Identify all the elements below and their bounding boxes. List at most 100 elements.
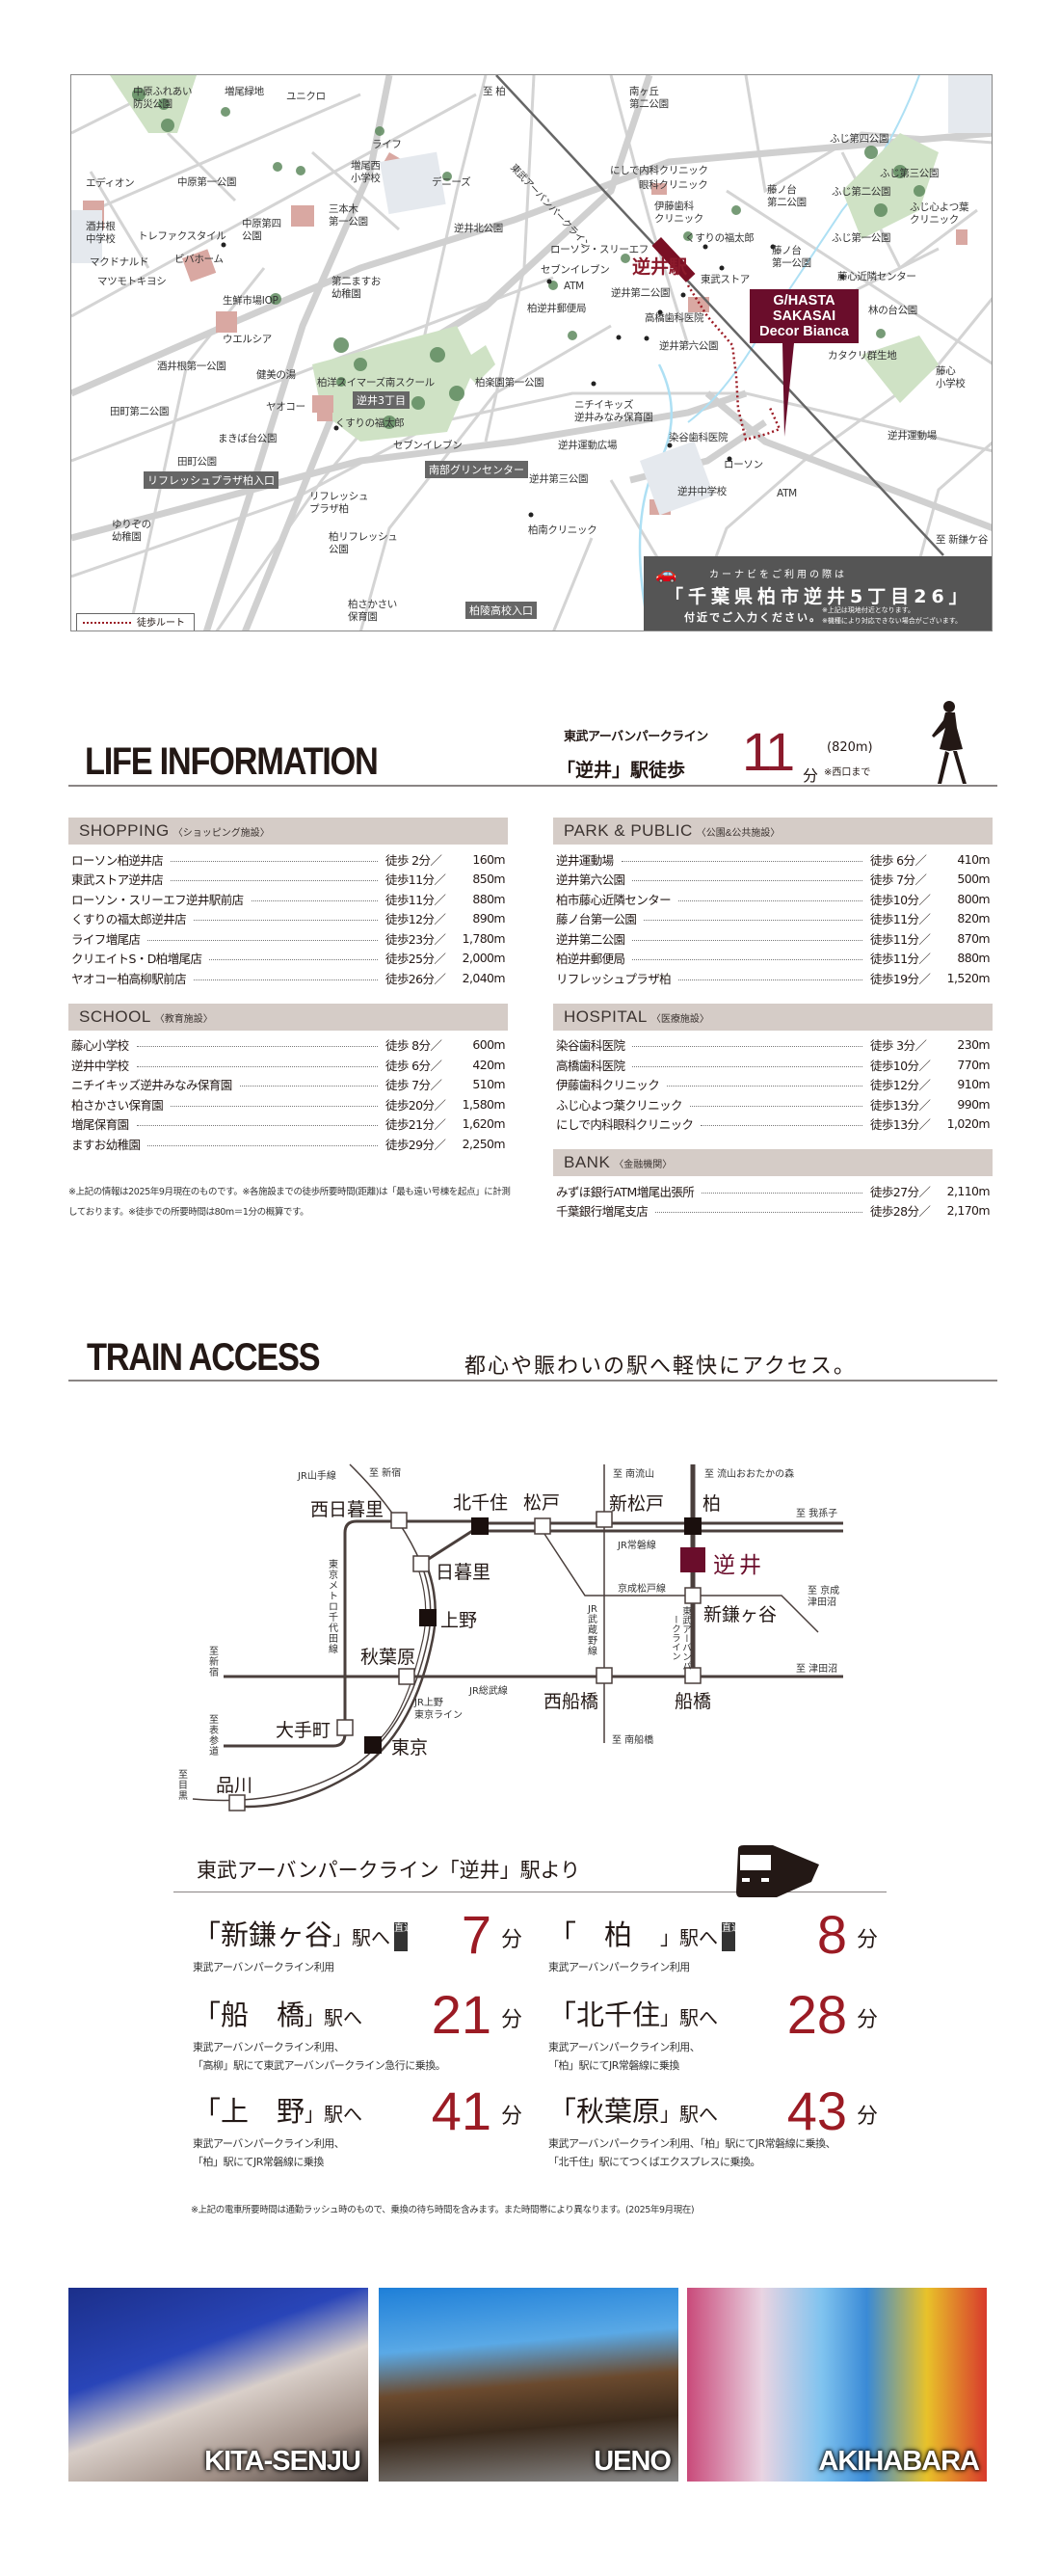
walk-time: 徒歩21分／: [385, 1117, 446, 1133]
facility-row: 増尾保育園徒歩21分／1,620m: [68, 1114, 508, 1135]
facility-name: にしで内科眼科クリニック: [556, 1117, 694, 1133]
leader-dots: [136, 1046, 378, 1048]
distance: 870m: [957, 930, 990, 946]
facility-name: ますお幼稚園: [71, 1137, 141, 1152]
walk-time: 徒歩28分／: [870, 1204, 931, 1220]
facility-name: 逆井第六公園: [556, 872, 625, 888]
facility-row: 藤心小学校徒歩 8分／600m: [68, 1035, 508, 1056]
map-label: 逆井北公園: [454, 223, 503, 234]
route-station: 「上 野: [193, 2095, 305, 2128]
leader-dots: [632, 1065, 862, 1067]
distance: 2,110m: [946, 1183, 991, 1198]
station-shinmatsudo: 新松戸: [609, 1493, 665, 1515]
leader-dots: [632, 959, 862, 961]
facility-row: 柏さかさい保育園 徒歩20分／ 1,580m: [68, 1094, 508, 1114]
facility-name: ローソン・スリーエフ逆井駅前店: [71, 892, 244, 907]
train-title-rule: [68, 1380, 997, 1382]
route-eki: 」駅へ: [660, 2103, 719, 2126]
photo-label: UENO: [594, 2446, 672, 2477]
carnav-note: ※上記は現地付近となります。: [822, 606, 914, 614]
facility-row: リフレッシュプラザ柏徒歩19分／1,520m: [553, 968, 993, 988]
leader-dots: [678, 979, 862, 980]
leader-dots: [171, 860, 378, 862]
distance: 230m: [957, 1037, 990, 1053]
distance: 1,020m: [946, 1116, 991, 1132]
direction-shinjuku: 至 新宿: [369, 1468, 402, 1479]
carnav-box: 🚗 カーナビをご利用の際は 「千葉県柏市逆井5丁目26」 付近でご入力ください。…: [644, 556, 992, 631]
walk-time: 徒歩12分／: [385, 912, 446, 927]
walk-time: 徒歩29分／: [385, 1137, 446, 1152]
route-minutes: 43: [786, 2080, 847, 2141]
walk-time: 徒歩26分／: [385, 971, 446, 986]
map-label: 柏洋スイマーズ南スクール: [317, 377, 435, 389]
walk-time: 徒歩11分／: [870, 931, 931, 947]
map-label: セブンイレブン: [393, 440, 463, 451]
map-label: ビバホーム: [174, 254, 224, 265]
facility-name: くすりの福太郎逆井店: [71, 912, 187, 927]
facility-row: ローソン・スリーエフ逆井駅前店徒歩11分／880m: [68, 889, 508, 909]
photo-label: KITA-SENJU: [204, 2446, 361, 2477]
map-label: 藤ノ台 第一公園: [772, 245, 811, 269]
map-label: 酒井根 中学校: [86, 221, 116, 245]
distance: 910m: [957, 1077, 990, 1092]
route-station: 「秋葉原: [548, 2095, 661, 2128]
direction-omotesando: 至表参道: [209, 1715, 219, 1758]
facility-name: 柏さかさい保育園: [71, 1097, 164, 1113]
train-icon: [736, 1845, 819, 1897]
station-funabashi: 船橋: [675, 1691, 712, 1712]
facility-row: ヤオコー柏高柳駅前店徒歩26分／2,040m: [68, 968, 508, 988]
distance: 850m: [472, 872, 505, 887]
map-label: 林の台公園: [868, 305, 917, 316]
line-tobu: 東武アーバンパークライン: [670, 1605, 691, 1671]
leader-dots: [171, 880, 378, 882]
life-station-phrase: 「逆井」駅徒歩: [557, 760, 686, 781]
map-label: 逆井運動広場: [558, 440, 618, 451]
facility-row: にしで内科眼科クリニック徒歩13分／1,020m: [553, 1114, 993, 1135]
map-label: ふじ第二公園: [832, 186, 891, 198]
carnav-lead: カーナビをご利用の際は: [709, 570, 847, 580]
walk-time: 徒歩25分／: [385, 952, 446, 967]
line-keisei: 京成松戸線: [618, 1584, 666, 1595]
station-kashiwa: 柏: [702, 1493, 722, 1515]
route-station: 「 柏: [548, 1919, 661, 1951]
map-label: ATM: [564, 281, 584, 292]
map-label: マクドナルド: [90, 256, 149, 268]
distance: 1,580m: [462, 1096, 506, 1112]
facility-row: 逆井中学校徒歩 6分／420m: [68, 1055, 508, 1075]
leader-dots: [209, 959, 378, 961]
leader-dots: [701, 1125, 862, 1127]
walk-time: 徒歩12分／: [870, 1078, 931, 1093]
section-header: BANK〈金融機関〉: [553, 1149, 993, 1176]
station-ueno: 上野: [440, 1610, 478, 1631]
distance: 880m: [472, 891, 505, 906]
walk-time: 徒歩 2分／: [385, 852, 442, 868]
route-minutes-unit: 分: [500, 1928, 522, 1952]
life-footnote: ※上記の情報は2025年9月現在のものです。※各施設までの徒歩所要時間(距離)は…: [68, 1187, 511, 1218]
leader-dots: [621, 860, 862, 862]
facility-name: クリエイトS・D柏増尾店: [71, 952, 202, 967]
facility-row: 藤ノ台第一公園徒歩11分／820m: [553, 909, 993, 929]
walk-time: 徒歩11分／: [870, 952, 931, 967]
map-label: 逆井第二公園: [611, 287, 671, 299]
map-label: 田町第二公園: [110, 406, 170, 417]
distance: 1,620m: [462, 1116, 506, 1132]
facility-row: 柏市藤心近隣センター徒歩10分／800m: [553, 889, 993, 909]
facility-row: クリエイトS・D柏増尾店徒歩25分／2,000m: [68, 949, 508, 969]
station-tokyo: 東京: [391, 1737, 429, 1758]
route-minutes-unit: 分: [856, 2008, 878, 2032]
map-label: ゆりぞの 幼稚園: [112, 519, 151, 543]
map-label: 逆井第六公園: [659, 340, 719, 352]
walk-time: 徒歩20分／: [385, 1097, 446, 1113]
route-minutes-unit: 分: [500, 2008, 522, 2032]
map-label: ライフ: [372, 139, 402, 150]
route-note: 東武アーバンパークライン利用、 「柏」駅にてJR常磐線に乗換: [548, 2041, 701, 2072]
map-label: にしで内科クリニック: [610, 165, 708, 176]
